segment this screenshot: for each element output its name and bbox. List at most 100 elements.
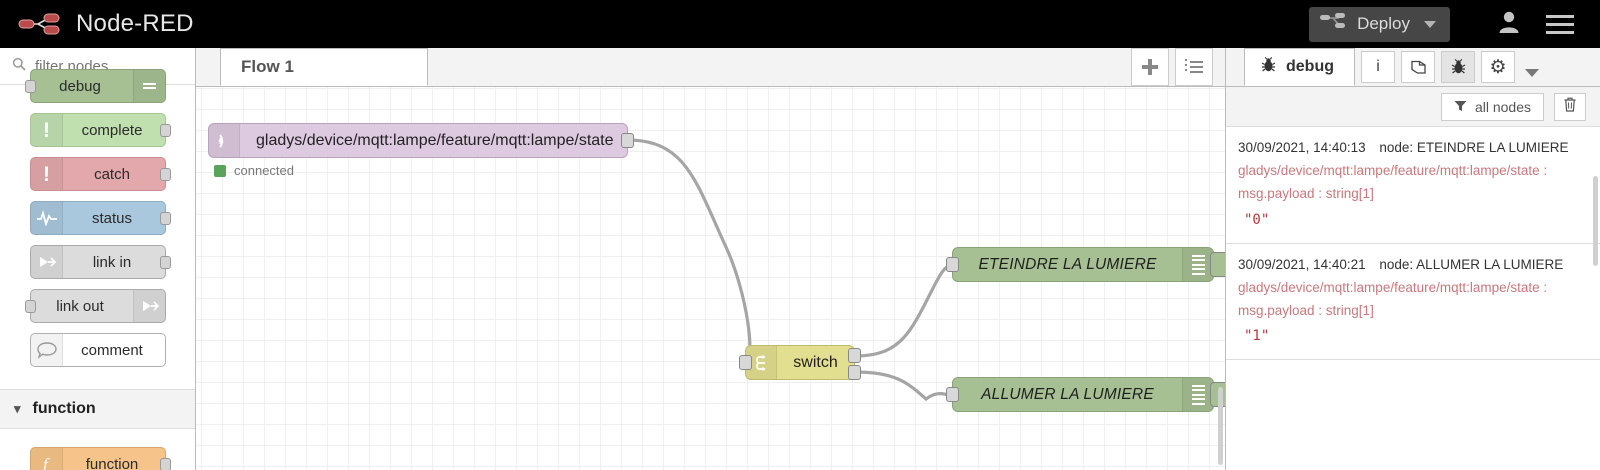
flow-node-label: switch xyxy=(793,353,838,371)
lines-icon xyxy=(133,70,165,102)
palette-node-debug[interactable]: debug xyxy=(25,69,166,103)
port-in[interactable] xyxy=(946,387,959,402)
header-actions: Deploy xyxy=(1309,0,1600,48)
tab-label: Flow 1 xyxy=(241,57,294,76)
flow-node-mqtt-in[interactable]: gladys/device/mqtt:lampe/feature/mqtt:la… xyxy=(208,123,634,158)
tab-label: debug xyxy=(1286,58,1334,75)
link-icon xyxy=(31,246,63,278)
palette-node-status[interactable]: status xyxy=(30,201,171,235)
palette-node-label: comment xyxy=(81,341,143,359)
debug-message[interactable]: 30/09/2021, 14:40:13 node: ETEINDRE LA L… xyxy=(1226,127,1600,244)
status-dot-icon xyxy=(214,164,226,177)
brand-title: Node-RED xyxy=(76,10,194,37)
bug-icon[interactable] xyxy=(1441,51,1475,83)
tab-flow-1[interactable]: Flow 1 xyxy=(220,48,428,86)
palette-node-link-out[interactable]: link out xyxy=(25,289,166,323)
palette-category-function[interactable]: ▾ function xyxy=(0,389,195,429)
bug-icon xyxy=(1261,56,1276,78)
gear-icon[interactable]: ⚙ xyxy=(1481,51,1515,83)
message-header: 30/09/2021, 14:40:21 node: ALLUMER LA LU… xyxy=(1238,253,1588,276)
info-icon[interactable]: i xyxy=(1361,51,1395,83)
palette-node-label: complete xyxy=(81,121,143,139)
list-flows-button[interactable] xyxy=(1175,48,1213,86)
palette-node-label: function xyxy=(85,455,139,470)
message-value: "1" xyxy=(1244,328,1270,345)
main-menu-button[interactable] xyxy=(1546,10,1600,39)
canvas-scrollbar[interactable] xyxy=(1218,387,1223,465)
lines-icon xyxy=(1182,248,1213,281)
debug-message[interactable]: 30/09/2021, 14:40:21 node: ALLUMER LA LU… xyxy=(1226,244,1600,361)
port-in[interactable] xyxy=(739,355,752,370)
palette-node-label: link in xyxy=(92,253,132,271)
flow-node-switch[interactable]: switch xyxy=(739,345,861,380)
palette-node-catch[interactable]: ! catch xyxy=(30,157,171,191)
comment-icon xyxy=(31,334,63,366)
flow-node-debug-eteindre[interactable]: ETEINDRE LA LUMIERE xyxy=(946,247,1225,282)
palette-node-label: debug xyxy=(59,77,101,95)
flow-canvas[interactable]: gladys/device/mqtt:lampe/feature/mqtt:la… xyxy=(196,87,1225,470)
message-topic: gladys/device/mqtt:lampe/feature/mqtt:la… xyxy=(1238,279,1548,295)
plus-icon xyxy=(1142,59,1158,75)
port-out-1[interactable] xyxy=(848,348,861,363)
port-in[interactable] xyxy=(946,257,959,272)
wire-mqtt-to-switch xyxy=(627,138,752,365)
hamburger-menu-icon xyxy=(1546,10,1574,39)
palette-node-label: catch xyxy=(94,165,130,183)
list-icon xyxy=(1185,58,1203,76)
deploy-label: Deploy xyxy=(1357,14,1410,33)
flow-tab-bar: Flow 1 xyxy=(196,48,1225,87)
port-out[interactable] xyxy=(160,212,171,225)
exclamation-icon: ! xyxy=(31,158,63,190)
port-in[interactable] xyxy=(25,80,36,93)
sidebar-scrollbar[interactable] xyxy=(1593,176,1598,266)
port-out[interactable] xyxy=(160,124,171,137)
filter-all-nodes-button[interactable]: all nodes xyxy=(1440,92,1544,121)
message-property: msg.payload : string[1] xyxy=(1238,186,1374,202)
pulse-icon xyxy=(31,202,63,234)
port-out[interactable] xyxy=(160,458,171,470)
message-node: node: ETEINDRE LA LUMIERE xyxy=(1379,140,1569,155)
message-topic: gladys/device/mqtt:lampe/feature/mqtt:la… xyxy=(1238,163,1548,179)
info-glyph: i xyxy=(1376,58,1380,75)
node-red-logo-icon xyxy=(18,11,64,37)
message-value: "0" xyxy=(1244,211,1270,228)
palette-node-complete[interactable]: ! complete xyxy=(30,113,171,147)
port-out-2[interactable] xyxy=(848,365,861,380)
port-in[interactable] xyxy=(25,300,36,313)
flow-node-debug-allumer[interactable]: ALLUMER LA LUMIERE xyxy=(946,377,1225,412)
message-header: 30/09/2021, 14:40:13 node: ETEINDRE LA L… xyxy=(1238,136,1588,159)
user-icon xyxy=(1498,10,1520,39)
deploy-button[interactable]: Deploy xyxy=(1309,6,1450,42)
book-icon[interactable] xyxy=(1401,51,1435,83)
user-button[interactable] xyxy=(1472,10,1546,39)
palette-node-link-in[interactable]: link in xyxy=(30,245,171,279)
add-flow-button[interactable] xyxy=(1131,48,1169,86)
port-out[interactable] xyxy=(621,133,634,148)
palette-node-list: debug ! complete ! catch status xyxy=(0,69,195,470)
port-out[interactable] xyxy=(160,168,171,181)
message-property: msg.payload : string[1] xyxy=(1238,303,1374,319)
palette-node-label: status xyxy=(91,209,133,227)
sidebar-tab-bar: debug i ⚙ xyxy=(1226,48,1600,87)
debug-enable-toggle[interactable] xyxy=(1210,252,1225,277)
tab-debug[interactable]: debug xyxy=(1244,48,1355,86)
exclamation-icon: ! xyxy=(31,114,63,146)
port-out[interactable] xyxy=(160,256,171,269)
palette-node-function[interactable]: f function xyxy=(30,447,171,470)
chevron-down-icon[interactable] xyxy=(1424,20,1436,28)
message-timestamp: 30/09/2021, 14:40:21 xyxy=(1238,256,1366,272)
chevron-down-icon[interactable] xyxy=(1525,69,1539,77)
clear-messages-button[interactable] xyxy=(1554,92,1586,121)
palette-node-comment[interactable]: comment xyxy=(30,333,166,367)
trash-icon xyxy=(1563,97,1577,117)
flow-node-label: ETEINDRE LA LUMIERE xyxy=(978,255,1157,273)
svg-text:f: f xyxy=(43,455,50,470)
flow-node-label: gladys/device/mqtt:lampe/feature/mqtt:la… xyxy=(256,131,614,149)
debug-sidebar: debug i ⚙ xyxy=(1225,48,1600,470)
mqtt-antenna-icon xyxy=(209,124,240,157)
palette-node-label: link out xyxy=(56,297,104,315)
wire-switch-to-debug1 xyxy=(854,263,953,358)
message-timestamp: 30/09/2021, 14:40:13 xyxy=(1238,140,1366,155)
debug-message-list: 30/09/2021, 14:40:13 node: ETEINDRE LA L… xyxy=(1226,127,1600,470)
mqtt-status: connected xyxy=(214,163,294,178)
